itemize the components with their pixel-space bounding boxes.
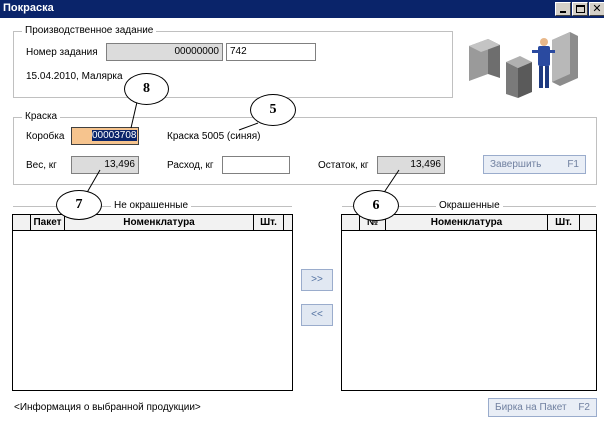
unpainted-title: Не окрашенные bbox=[111, 200, 191, 211]
close-button[interactable]: ✕ bbox=[589, 2, 604, 16]
product-info-text: <Информация о выбранной продукции> bbox=[14, 402, 201, 413]
painted-table[interactable]: № Номенклатура Шт. bbox=[341, 214, 597, 391]
unpainted-col-package[interactable]: Пакет bbox=[31, 215, 65, 230]
maximize-icon bbox=[576, 5, 585, 13]
callout-6: 6 bbox=[353, 190, 399, 221]
paint-group: Краска bbox=[13, 111, 597, 185]
finish-button-label: Завершить bbox=[490, 159, 542, 170]
painted-col-number[interactable]: № bbox=[360, 215, 386, 230]
unpainted-col-marker bbox=[13, 215, 31, 230]
painted-title: Окрашенные bbox=[436, 200, 503, 211]
callout-8: 8 bbox=[124, 73, 169, 105]
title-bar: Покраска ✕ bbox=[0, 0, 604, 18]
task-group: Производственное задание bbox=[13, 25, 453, 98]
unpainted-col-nomenclature[interactable]: Номенклатура bbox=[65, 215, 254, 230]
finish-button[interactable]: Завершить F1 bbox=[483, 155, 586, 174]
worker-machine-illustration bbox=[469, 32, 578, 98]
paint-group-legend: Краска bbox=[22, 111, 61, 122]
task-date-text: 15.04.2010, Малярка bbox=[26, 71, 123, 82]
weight-field: 13,496 bbox=[71, 156, 139, 174]
minimize-icon bbox=[560, 11, 566, 13]
box-number-value: 00003708 bbox=[92, 130, 137, 141]
callout-7: 7 bbox=[56, 190, 102, 220]
box-number-field[interactable]: 00003708 bbox=[71, 127, 139, 145]
tag-package-button[interactable]: Бирка на Пакет F2 bbox=[488, 398, 597, 417]
finish-button-key: F1 bbox=[567, 159, 579, 170]
window-title: Покраска bbox=[3, 2, 54, 14]
task-group-legend: Производственное задание bbox=[22, 25, 157, 36]
box-label: Коробка bbox=[26, 131, 65, 142]
painted-col-nomenclature[interactable]: Номенклатура bbox=[386, 215, 548, 230]
task-number-field: 00000000 bbox=[106, 43, 223, 61]
callout-5: 5 bbox=[250, 94, 296, 126]
painted-col-qty[interactable]: Шт. bbox=[548, 215, 580, 230]
paint-name-text: Краска 5005 (синяя) bbox=[167, 131, 261, 142]
maximize-button[interactable] bbox=[572, 2, 588, 16]
task-number-label: Номер задания bbox=[26, 47, 98, 58]
move-right-button[interactable]: >> bbox=[301, 269, 333, 291]
tag-package-button-label: Бирка на Пакет bbox=[495, 402, 567, 413]
remainder-field: 13,496 bbox=[377, 156, 445, 174]
move-left-button[interactable]: << bbox=[301, 304, 333, 326]
painted-col-marker bbox=[342, 215, 360, 230]
consumption-label: Расход, кг bbox=[167, 160, 214, 171]
tag-package-button-key: F2 bbox=[578, 402, 590, 413]
unpainted-col-qty[interactable]: Шт. bbox=[254, 215, 284, 230]
remainder-label: Остаток, кг bbox=[318, 160, 369, 171]
minimize-button[interactable] bbox=[555, 2, 571, 16]
unpainted-table[interactable]: Пакет Номенклатура Шт. bbox=[12, 214, 293, 391]
painted-table-header: № Номенклатура Шт. bbox=[342, 215, 596, 231]
task-number-suffix-field[interactable]: 742 bbox=[226, 43, 316, 61]
close-icon: ✕ bbox=[592, 3, 602, 15]
consumption-field[interactable] bbox=[222, 156, 290, 174]
weight-label: Вес, кг bbox=[26, 160, 57, 171]
